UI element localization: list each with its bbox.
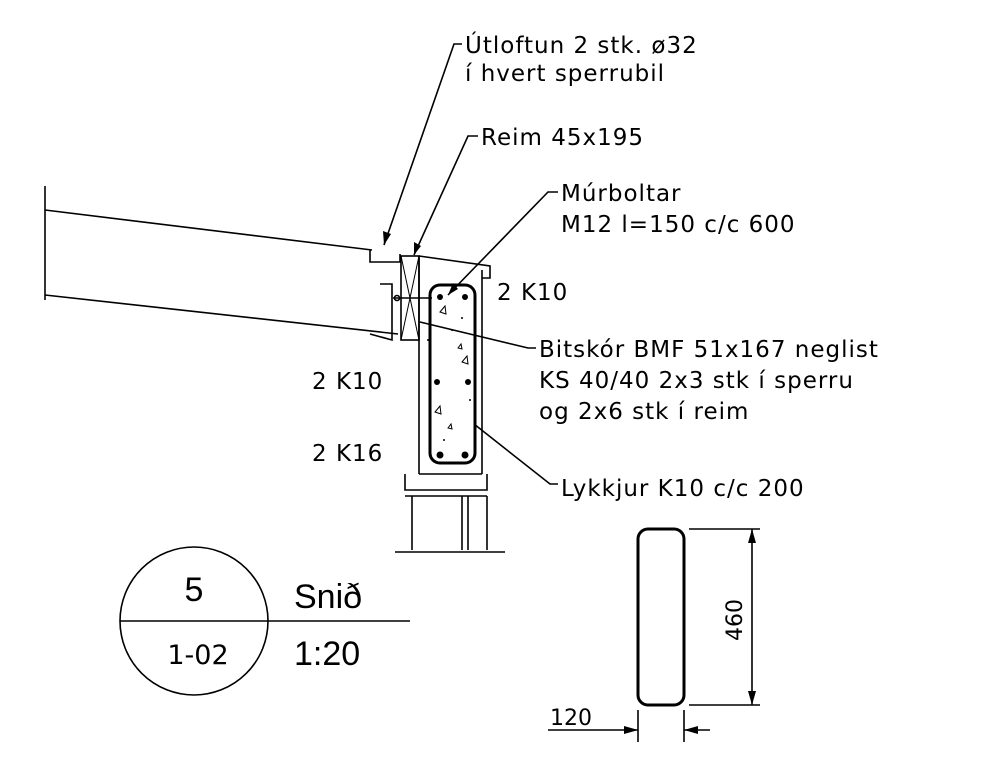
leader-lines — [383, 43, 558, 485]
anchor-label-2: M12 l=150 c/c 600 — [561, 212, 796, 238]
section-title: Snið — [294, 578, 362, 616]
annotations: Útloftun 2 stk. ø32 í hvert sperrubil Re… — [312, 31, 879, 502]
strap-label: Reim 45x195 — [481, 125, 644, 151]
hanger-label-3: og 2x6 stk í reim — [539, 399, 749, 425]
section-marker: 5 1-02 Snið 1:20 — [119, 546, 410, 696]
stirrups-label: Lykkjur K10 c/c 200 — [561, 476, 805, 502]
hanger-label: Bitskór BMF 51x167 neglist — [539, 337, 879, 363]
top-bars-label: 2 K10 — [497, 280, 568, 306]
section-number: 5 — [185, 571, 204, 609]
anchor-label: Múrboltar — [561, 181, 682, 207]
section-scale: 1:20 — [294, 635, 360, 673]
mid-bars-label: 2 K10 — [312, 369, 383, 395]
strap-and-hanger — [369, 255, 432, 342]
wall-below — [395, 474, 505, 553]
bottom-bars-label: 2 K16 — [312, 441, 383, 467]
rebar-dot — [434, 379, 440, 385]
width-dimension: 120 — [550, 706, 592, 731]
rebar-dot — [437, 294, 443, 300]
stirrup-detail: 460 120 — [548, 527, 760, 742]
ventilation-label: Útloftun 2 stk. ø32 — [465, 31, 698, 59]
hanger-label-2: KS 40/40 2x3 stk í sperru — [539, 368, 854, 394]
section-sheet: 1-02 — [167, 640, 228, 671]
rebar-dot — [465, 379, 471, 385]
rebar-dot — [462, 294, 468, 300]
rafter — [44, 186, 401, 335]
ventilation-label-2: í hvert sperrubil — [465, 61, 665, 87]
rebar-dot — [436, 451, 444, 459]
height-dimension: 460 — [723, 599, 748, 641]
rebar-dot — [461, 451, 469, 459]
